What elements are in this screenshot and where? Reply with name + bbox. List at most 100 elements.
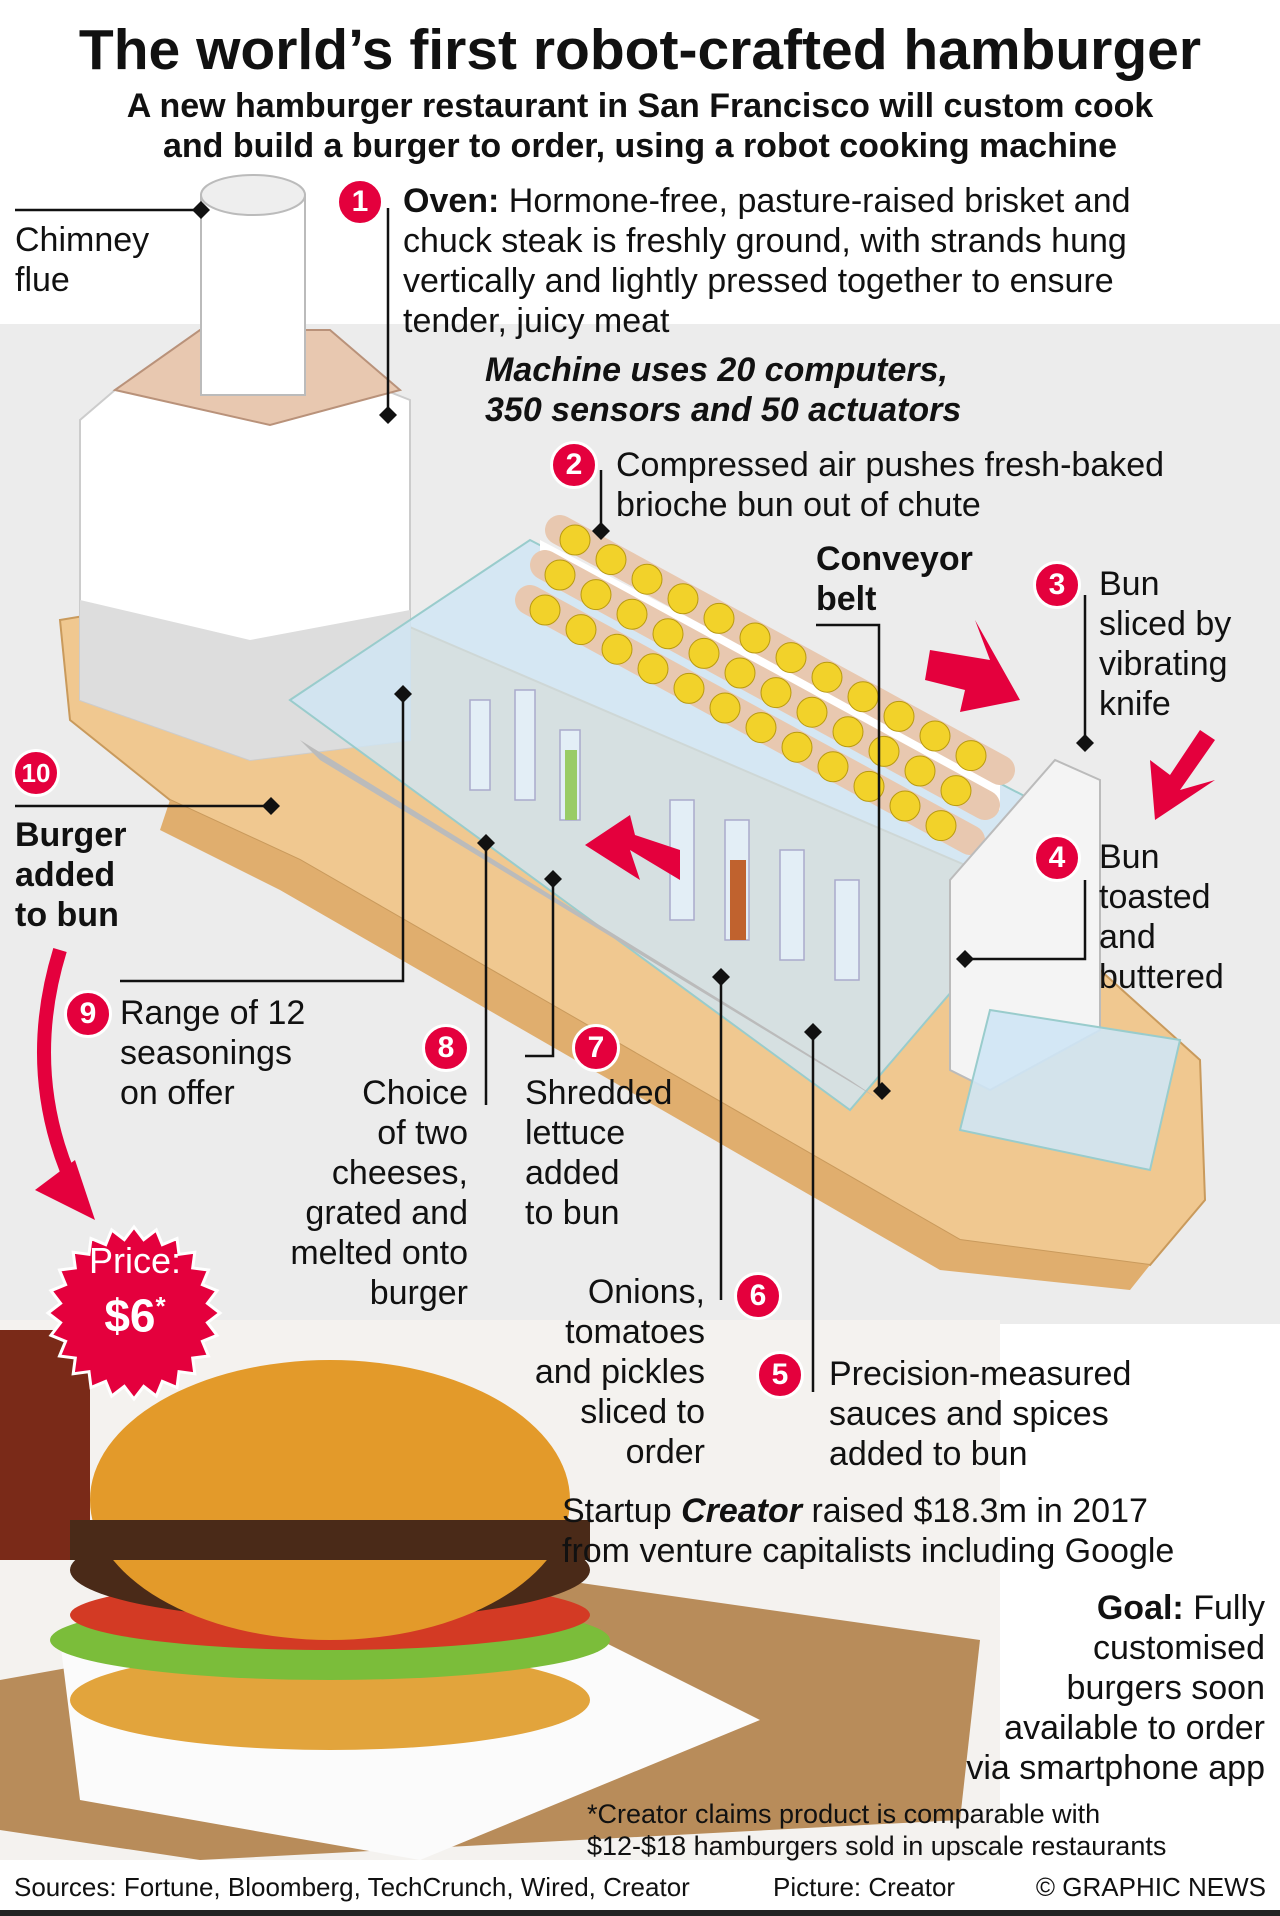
oven-text: Oven: Hormone-free, pasture-raised brisk… bbox=[403, 181, 1131, 341]
step-4-text: Bun toasted and buttered bbox=[1099, 837, 1224, 997]
leader-diamond bbox=[712, 968, 730, 986]
conveyor-label: Conveyor belt bbox=[816, 539, 973, 619]
bun bbox=[724, 657, 756, 689]
bun bbox=[760, 677, 792, 709]
text-line: 350 sensors and 50 actuators bbox=[485, 391, 962, 429]
arrow-left-icon bbox=[585, 815, 680, 880]
step-10-text: Burger added to bun bbox=[15, 815, 126, 935]
leader-diamond bbox=[1076, 734, 1094, 752]
step-8-text: Choice of two cheeses, grated and melted… bbox=[290, 1073, 468, 1313]
step-7-text: Shredded lettuce added to bun bbox=[525, 1073, 672, 1233]
leader-lines bbox=[15, 208, 1087, 1392]
bun bbox=[919, 720, 951, 752]
step-badge-6: 6 bbox=[734, 1272, 782, 1320]
price-caption: Price: bbox=[88, 1240, 182, 1281]
goal-lead: Goal: bbox=[1096, 1589, 1184, 1627]
text-line: knife bbox=[1099, 685, 1171, 723]
text-line: from venture capitalists including Googl… bbox=[562, 1532, 1175, 1570]
step-9-text: Range of 12 seasonings on offer bbox=[120, 993, 305, 1113]
text-line: and bbox=[1099, 918, 1156, 956]
leader-diamond bbox=[544, 870, 562, 888]
text-line: buttered bbox=[1099, 958, 1224, 996]
bun bbox=[673, 672, 705, 704]
bun bbox=[925, 810, 957, 842]
text-line: Hormone-free, pasture-raised brisket and bbox=[499, 182, 1131, 220]
step-badge-4: 4 bbox=[1033, 834, 1081, 882]
leader-diamond bbox=[394, 685, 412, 703]
bun bbox=[616, 598, 648, 630]
bun bbox=[847, 681, 879, 713]
subtitle-line: and build a burger to order, using a rob… bbox=[163, 127, 1117, 165]
step-badge-1: 1 bbox=[336, 178, 384, 226]
bun bbox=[904, 755, 936, 787]
step-badge-10: 10 bbox=[12, 749, 60, 797]
chimney bbox=[200, 194, 306, 396]
oven-lead: Oven: bbox=[403, 182, 500, 220]
text-line: Burger bbox=[15, 816, 127, 854]
text-line: added to bun bbox=[829, 1435, 1028, 1473]
step-badge-8: 8 bbox=[422, 1024, 470, 1072]
arrow-down-icon bbox=[1150, 730, 1215, 820]
price-asterisk: * bbox=[155, 1291, 166, 1321]
text-line: sauces and spices bbox=[829, 1395, 1109, 1433]
copyright: © GRAPHIC NEWS bbox=[1035, 1872, 1266, 1902]
text-line: via smartphone app bbox=[966, 1749, 1265, 1787]
leader-diamond bbox=[804, 1023, 822, 1041]
label-line: flue bbox=[15, 261, 70, 299]
subtitle-line: A new hamburger restaurant in San Franci… bbox=[126, 87, 1154, 125]
bun bbox=[703, 602, 735, 634]
step-badge-9: 9 bbox=[64, 990, 112, 1038]
text-line: tender, juicy meat bbox=[403, 302, 670, 340]
bun bbox=[868, 735, 900, 767]
text-line: seasonings bbox=[120, 1034, 293, 1072]
text-line: lettuce bbox=[525, 1114, 626, 1152]
text-line: tomatoes bbox=[565, 1313, 705, 1351]
bottom-rule bbox=[0, 1910, 1280, 1916]
conveyor-belt bbox=[300, 740, 880, 1100]
bun bbox=[832, 716, 864, 748]
text-line: added bbox=[525, 1154, 620, 1192]
text-part: Fully bbox=[1183, 1589, 1265, 1627]
text-line: order bbox=[625, 1433, 705, 1471]
sauce bbox=[730, 860, 746, 940]
bun bbox=[940, 775, 972, 807]
step-6-text: Onions, tomatoes and pickles sliced to o… bbox=[535, 1272, 705, 1472]
bun bbox=[637, 653, 669, 685]
bun bbox=[775, 642, 807, 674]
text-line: customised bbox=[1093, 1629, 1265, 1667]
bun bbox=[667, 583, 699, 615]
text-line: Choice bbox=[362, 1074, 468, 1112]
bun bbox=[580, 579, 612, 611]
text-line: Precision-measured bbox=[829, 1355, 1132, 1393]
text-line: brioche bun out of chute bbox=[616, 486, 981, 524]
text-part: Startup bbox=[562, 1492, 682, 1530]
text-line: vertically and lightly pressed together … bbox=[403, 262, 1114, 300]
output-box bbox=[958, 1008, 1182, 1172]
label-line: Chimney bbox=[15, 221, 150, 259]
text-line: Range of 12 bbox=[120, 994, 306, 1032]
subtitle: A new hamburger restaurant in San Franci… bbox=[0, 86, 1280, 166]
text-line: toasted bbox=[1099, 878, 1211, 916]
step-badge-7: 7 bbox=[572, 1024, 620, 1072]
text-line: melted onto bbox=[290, 1234, 468, 1272]
bun bbox=[817, 751, 849, 783]
text-line: added bbox=[15, 856, 116, 894]
sources: Sources: Fortune, Bloomberg, TechCrunch,… bbox=[14, 1872, 690, 1902]
company-name: Creator bbox=[681, 1492, 803, 1530]
text-line: to bun bbox=[15, 896, 119, 934]
text-line: vibrating bbox=[1099, 645, 1228, 683]
flow-arrows bbox=[585, 620, 1215, 880]
text-line: and pickles bbox=[534, 1353, 705, 1391]
text-line: Shredded bbox=[525, 1074, 673, 1112]
leader-markers bbox=[192, 201, 1094, 1100]
text-line: *Creator claims product is comparable wi… bbox=[587, 1799, 1101, 1829]
buns bbox=[529, 524, 987, 842]
text-line: sliced to bbox=[580, 1393, 705, 1431]
base-rim bbox=[160, 800, 1150, 1290]
bun bbox=[709, 692, 741, 724]
text-line: cheeses, bbox=[331, 1154, 468, 1192]
text-line: grated and bbox=[305, 1194, 468, 1232]
leader-diamond bbox=[873, 1082, 891, 1100]
chimney-top bbox=[200, 174, 306, 216]
